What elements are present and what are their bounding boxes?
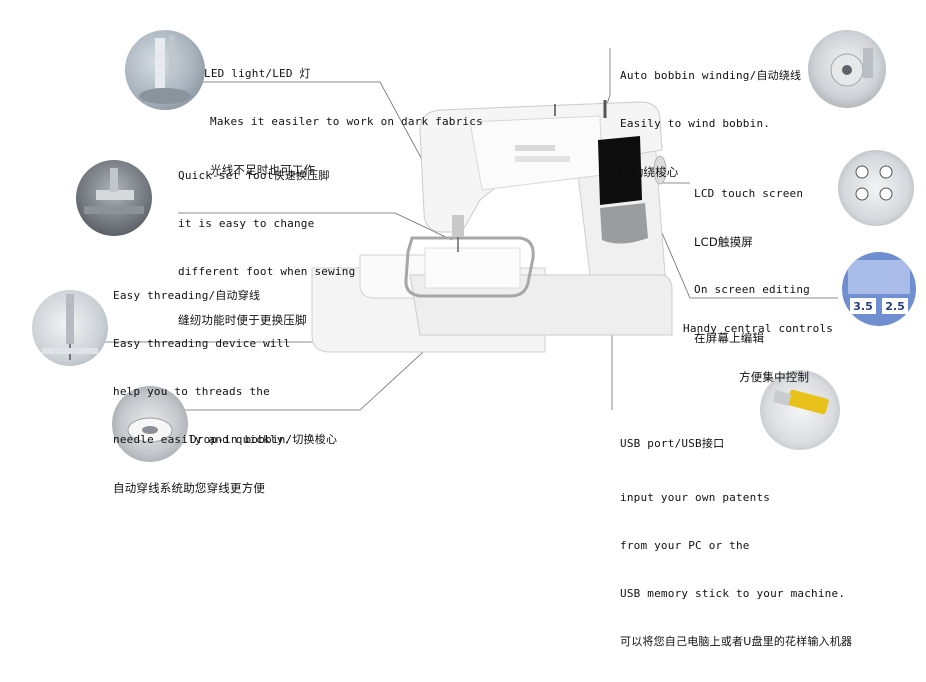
sewing-machine-illustration <box>311 100 673 353</box>
auto-bobbin-inset <box>808 30 886 108</box>
led-desc: Makes it easiler to work on dark fabrics <box>210 115 483 128</box>
lcd-desc: On screen editing <box>694 283 810 296</box>
quick-foot-desc-2: different foot when sewing <box>178 265 356 278</box>
control-strip <box>515 145 555 151</box>
feature-drop-in-bobbin: Drop-in bobbin/切换梭心 <box>190 400 337 480</box>
threading-inset <box>32 290 108 366</box>
usb-desc-1: input your own patents <box>620 491 771 504</box>
threading-desc-3: needle easily and quickly. <box>113 433 291 446</box>
accent-panel <box>600 203 648 244</box>
threading-title: Easy threading/自动穿线 <box>113 289 261 302</box>
feature-central-controls: Handy central controls 方便集中控制 <box>683 289 833 417</box>
display-value-b: 2.5 <box>885 300 905 313</box>
handwheel <box>653 155 667 185</box>
lcd-screen <box>598 136 642 205</box>
central-controls-inset: 3.5 2.5 <box>842 252 916 326</box>
quick-foot-desc-1: it is easy to change <box>178 217 315 230</box>
auto-bobbin-desc: Easily to wind bobbin. <box>620 117 771 130</box>
quick-foot-title: Quick-set foot快速换压脚 <box>178 169 330 182</box>
usb-inset <box>760 370 840 450</box>
hoop-fabric <box>424 247 521 289</box>
usb-desc-cn: 可以将您自己电脑上或者U盘里的花样输入机器 <box>620 635 853 648</box>
led-title: LED light/LED 灯 <box>204 67 311 80</box>
lcd-title-cn: LCD触摸屏 <box>694 235 753 249</box>
feature-lcd-touch-screen: LCD touch screen LCD触摸屏 On screen editin… <box>694 154 810 378</box>
lcd-title: LCD touch screen <box>694 187 804 200</box>
drop-in-bobbin-inset <box>112 386 188 462</box>
usb-desc-2: from your PC or the <box>620 539 750 552</box>
controls-title-cn: 方便集中控制 <box>739 370 810 384</box>
leader-quick-foot <box>178 212 453 241</box>
auto-bobbin-title: Auto bobbin winding/自动绕线 <box>620 69 802 82</box>
led-light-inset <box>125 30 205 110</box>
lcd-inset <box>838 150 914 226</box>
display-value-a: 3.5 <box>853 300 873 313</box>
quick-foot-inset <box>76 160 152 236</box>
threading-desc-1: Easy threading device will <box>113 337 291 350</box>
controls-title: Handy central controls <box>683 322 834 335</box>
feature-usb-port: USB port/USB接口 input your own patents fr… <box>620 404 852 682</box>
quick-foot-desc-cn: 缝纫功能时便于更换压脚 <box>178 313 307 327</box>
needle-bar <box>452 215 464 237</box>
control-strip-2 <box>515 156 570 162</box>
threading-desc-cn: 自动穿线系统助您穿线更方便 <box>113 481 266 495</box>
usb-title: USB port/USB接口 <box>620 437 725 450</box>
feature-quick-set-foot: Quick-set foot快速换压脚 it is easy to change… <box>178 136 355 360</box>
embroidery-hoop <box>404 236 535 298</box>
leader-controls <box>649 204 838 299</box>
feature-diagram: 3.5 2.5 LED light/LED 灯 Makes it easiler… <box>32 30 916 648</box>
usb-desc-3: USB memory stick to your machine. <box>620 587 846 600</box>
bobbin-title: Drop-in bobbin/切换梭心 <box>190 433 338 446</box>
auto-bobbin-desc-cn: 自动绕梭心 <box>620 165 679 179</box>
feature-easy-threading: Easy threading/自动穿线 Easy threading devic… <box>113 256 290 528</box>
feature-auto-bobbin-winding: Auto bobbin winding/自动绕线 Easily to wind … <box>620 36 801 212</box>
led-desc-cn: 光线不足时也可工作 <box>210 163 316 177</box>
threading-desc-2: help you to threads the <box>113 385 270 398</box>
feature-led: LED light/LED 灯 Makes it easiler to work… <box>204 34 483 210</box>
lcd-desc-cn: 在屏幕上编辑 <box>694 331 765 345</box>
